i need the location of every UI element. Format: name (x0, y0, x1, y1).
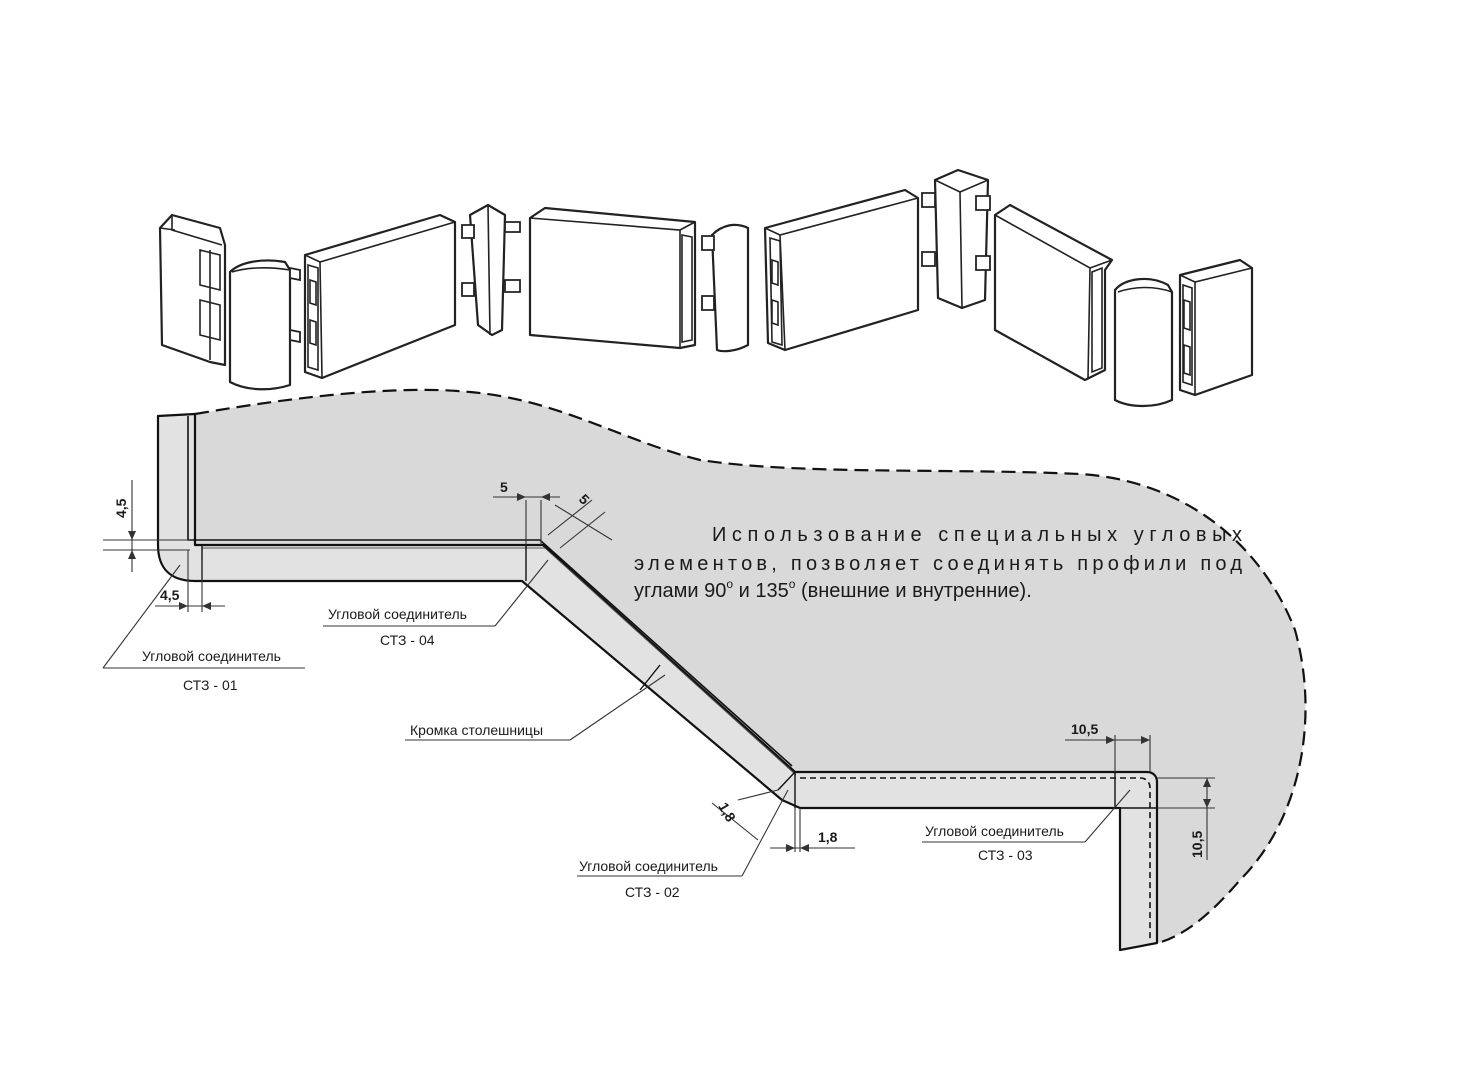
dim-5-top: 5 (500, 479, 508, 495)
label-ct3-04-title: Угловой соединитель (328, 606, 467, 622)
label-ct3-01-title: Угловой соединитель (142, 648, 281, 664)
outer-corner-right (1113, 277, 1174, 408)
joint-ct3-02-line-a (777, 771, 796, 791)
dimensions: 4,5 4,5 5 5 1,8 1,8 10,5 (103, 479, 1215, 860)
callouts: Угловой соединитель СТЗ - 01 Угловой сое… (102, 559, 1131, 900)
degree-sign-90: o (726, 577, 733, 591)
profile-inner-line-2 (800, 777, 1151, 940)
profile-components (158, 168, 1254, 408)
countertop-edge-line (202, 547, 797, 776)
note-line-3: углами 90o и 135o (внешние и внутренние)… (634, 577, 1032, 602)
end-cap-right (1178, 258, 1254, 397)
profile-inner-line (187, 416, 793, 767)
dim-10-5-top: 10,5 (1071, 721, 1098, 737)
profile-panel-4 (993, 203, 1114, 382)
label-ct3-04-code: СТЗ - 04 (380, 632, 435, 648)
profile-panel-3 (763, 188, 920, 352)
dim-4-5-vertical: 4,5 (113, 498, 129, 518)
label-ct3-01-code: СТЗ - 01 (183, 677, 238, 693)
countertop-plan (156, 388, 1307, 952)
label-ct3-03-code: СТЗ - 03 (978, 847, 1033, 863)
countertop-area (158, 389, 1306, 950)
note-line-1: Использование специальных угловых (712, 524, 1242, 546)
degree-sign-135: o (789, 577, 796, 591)
profile-panel-1 (303, 213, 457, 380)
label-ct3-02-title: Угловой соединитель (579, 858, 718, 874)
dim-1-8-horizontal: 1,8 (818, 829, 838, 845)
profile-seam-line (639, 664, 661, 691)
dim-10-5-vertical: 10,5 (1189, 831, 1205, 858)
joint-ct3-04-line-b (542, 544, 561, 561)
label-ct3-02-code: СТЗ - 02 (625, 884, 680, 900)
countertop-dashed-edge (194, 388, 1307, 945)
end-cap-left (158, 213, 227, 367)
outer-corner-2 (701, 223, 750, 353)
label-countertop-edge: Кромка столешницы (410, 722, 543, 738)
inner-corner-2 (921, 168, 991, 310)
inner-corner-1 (461, 203, 521, 337)
label-ct3-03-title: Угловой соединитель (925, 823, 1064, 839)
dim-1-8-diag: 1,8 (715, 800, 739, 825)
dim-4-5-horizontal: 4,5 (160, 587, 180, 603)
outer-corner-left (228, 259, 301, 391)
profile-panel-2 (528, 206, 697, 350)
